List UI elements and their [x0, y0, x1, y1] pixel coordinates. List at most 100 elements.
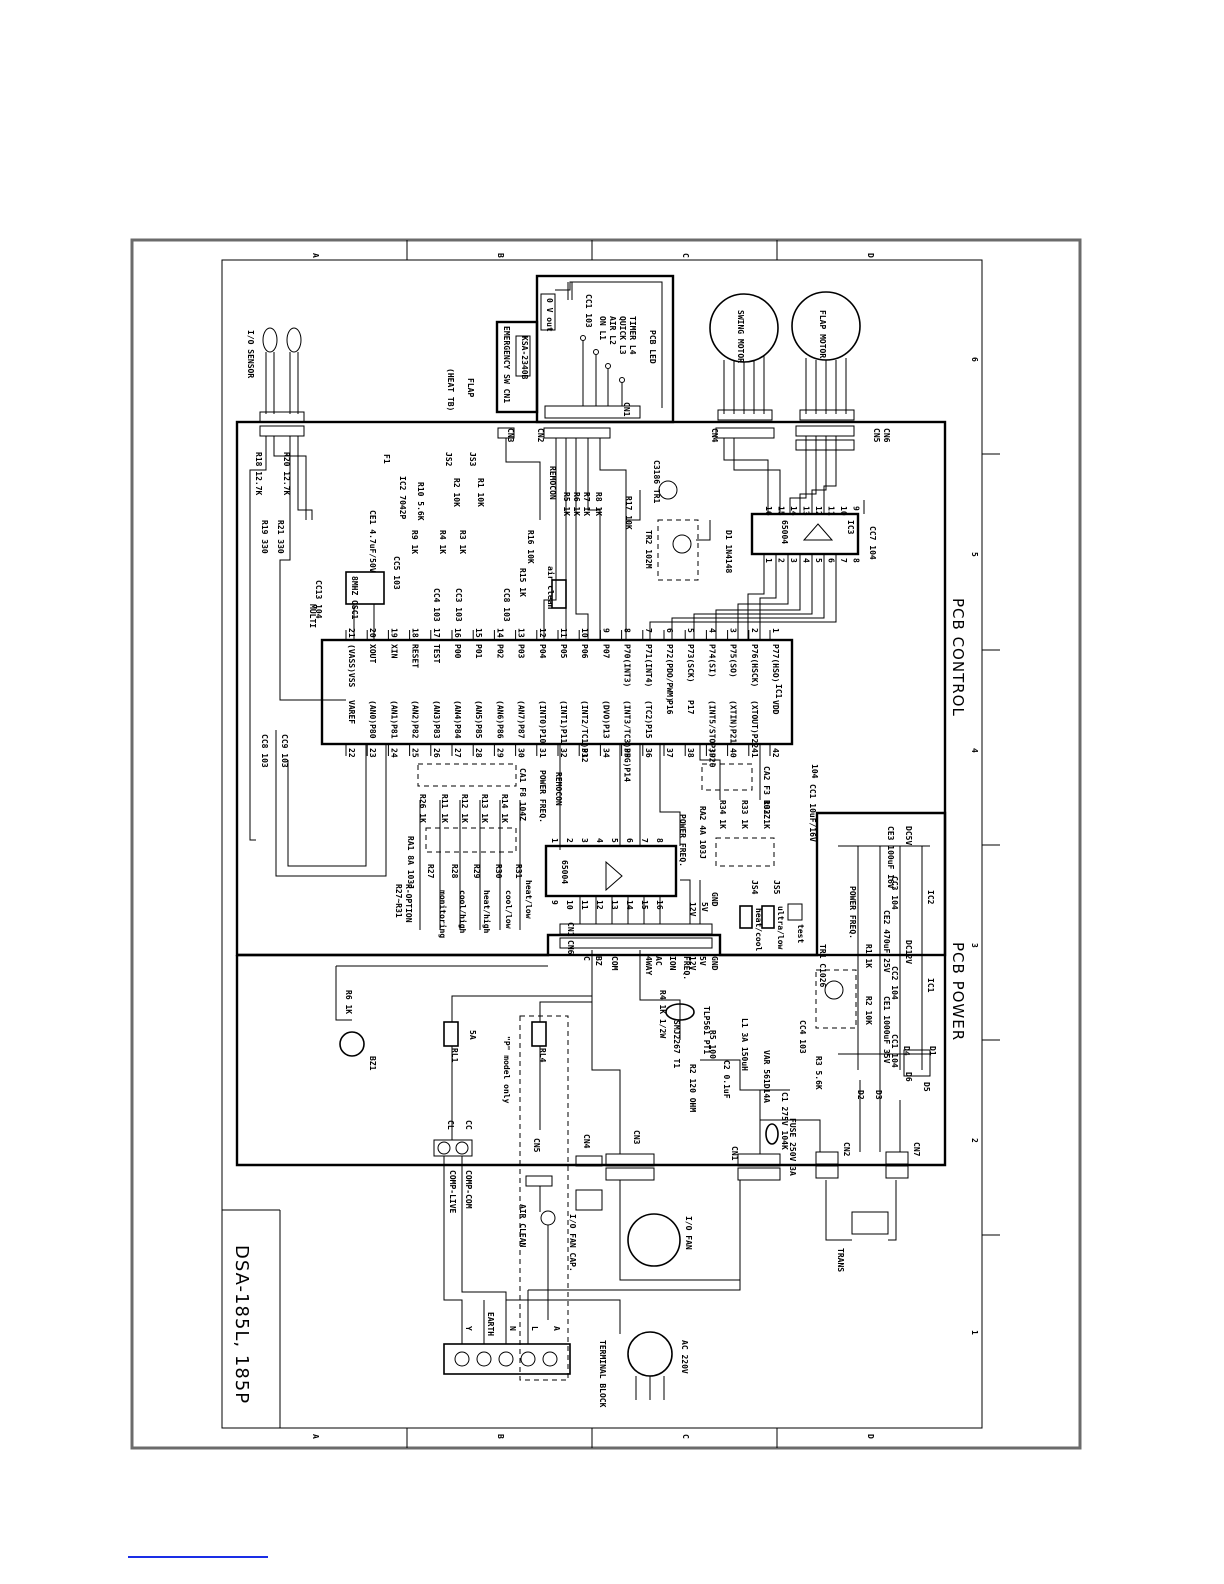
ic1-label: IC1	[774, 684, 783, 699]
ca2-label: CA2 F3 103Z	[762, 766, 771, 819]
tb-l-label: L	[530, 1326, 539, 1331]
r27-label: R27	[426, 864, 435, 879]
pwr-cn3-label: CN3	[632, 1130, 641, 1145]
ic1-pin-number: 14	[495, 628, 504, 638]
ic4-pin-number: 9	[550, 900, 559, 905]
d1p-label: D1	[928, 1046, 937, 1056]
r5-label: R5 1K	[562, 492, 571, 516]
ic4-pin-number: 7	[640, 838, 649, 843]
ic4-pin-number: 1	[550, 838, 559, 843]
ic3-label: IC3	[846, 520, 855, 535]
ic1-pin-name: (AN5)P85	[474, 700, 483, 739]
power-freq-pwr-label: POWER FREQ.	[848, 886, 857, 939]
ic1-pin-number: 11	[559, 628, 568, 638]
ic4-pin-number: 13	[610, 900, 619, 910]
earth-label: EARTH	[486, 1312, 495, 1336]
ic4-pin-number: 5	[610, 838, 619, 843]
ic1-pin-number: 3	[729, 628, 738, 633]
r29-label: R29	[472, 864, 481, 879]
off-board-components: COMP-LIVE COMP-COM AIR CLEAN I/O FAN CAP…	[443, 1156, 897, 1408]
air-clean-unit-label: AIR CLEAN	[518, 1204, 527, 1248]
bz1-label: BZ1	[368, 1056, 377, 1071]
r1p-label: R1 1K	[864, 944, 873, 968]
power-freq-ctrl: POWER FREQ.	[538, 770, 547, 823]
ic1-pin-name: P03	[517, 644, 526, 659]
remocon2-label: REMOCON	[554, 772, 563, 806]
ic3-pin-number: 13	[802, 506, 811, 516]
led-out-label: 0 V out	[545, 298, 554, 332]
js2-label: JS2	[444, 452, 453, 467]
r8-label: R8 1K	[594, 492, 603, 516]
ra2-label: RA2 4A 103J	[698, 806, 707, 859]
r12-label: R12 1K	[460, 794, 469, 823]
ic4-pin-number: 8	[655, 838, 664, 843]
ce1p-label: CE1 1000uF 35V	[882, 996, 891, 1064]
ic1-pin-number: 17	[432, 628, 441, 638]
cool-low-label: cool/low	[504, 890, 513, 929]
smj-label: SMJ2267 T1	[672, 1020, 681, 1068]
cc3-label: CC3 103	[454, 588, 463, 622]
c1-label: C1 275V 104K	[780, 1092, 789, 1150]
comp-com-label: COMP-COM	[464, 1170, 473, 1209]
ic1-pin-number: 28	[474, 748, 483, 758]
ic1-pin-name: (AN2)P82	[411, 700, 420, 739]
tb-n-label: N	[508, 1326, 517, 1331]
monitoring-label: monitoring	[438, 890, 448, 938]
ic1-pin-number: 12	[538, 628, 547, 638]
r-5a-label: 5A	[468, 1030, 477, 1040]
ultra-low-label: ultra/low	[776, 906, 785, 950]
ic1-pin-number: 33	[580, 748, 589, 758]
cc1-label: CC1 10uF/16V	[808, 784, 817, 842]
led-air-l2: AIR L2	[608, 316, 617, 345]
tb-y-label: Y	[464, 1326, 473, 1331]
footer-link-underline[interactable]	[128, 1556, 268, 1558]
r-option-label: R-OPTION	[404, 884, 413, 923]
led-on-l1: ON L1	[598, 316, 607, 340]
ic1-pin-number: 22	[347, 748, 356, 758]
drawing-title: DSA-185L, 185P	[231, 1245, 252, 1404]
r17-label: R17 10K	[624, 496, 633, 530]
ic1-pin-number: 19	[389, 628, 398, 638]
ic3-pin-number: 6	[827, 558, 836, 563]
ic1-pin-number: 16	[453, 628, 462, 638]
heat-tb-label: (HEAT TB)	[446, 368, 455, 411]
ic4-part: 65004	[560, 860, 569, 884]
remocon-label: REMOCON	[548, 466, 557, 500]
r16-label: R16 10K	[526, 530, 535, 564]
control-wiring: 8MHZ OSC1 REMOCON air clean	[249, 436, 865, 930]
ic4-pin-number: 14	[625, 900, 634, 910]
grid-row-5: 5	[970, 552, 979, 557]
ic1-pin-name: P77(HSO)	[771, 644, 780, 683]
ic1-pin-number: 30	[517, 748, 526, 758]
r20-label: R20 12.7K	[282, 452, 291, 496]
ic1-pin-name: (AN3)P83	[432, 700, 441, 739]
ctrl-cn2: CN2	[536, 427, 611, 443]
r21-label: R21 330	[276, 520, 285, 554]
emergency-switch-part: KSA-2340B	[520, 336, 529, 380]
swing-motor: SWING MOTOR	[709, 293, 779, 421]
cc1p-label: CC1 104	[890, 1034, 899, 1068]
grid-row-4: 4	[970, 748, 979, 753]
ic1-pin-name: (TC2)P15	[644, 700, 653, 739]
ic1-pin-name: VDD	[771, 700, 780, 715]
io-fan-label: I/O FAN	[684, 1216, 693, 1250]
control-component-labels: R1 10K R2 10K R3 1K R4 1K R5 1K R6 1K R7…	[254, 452, 877, 879]
r11-label: R11 1K	[440, 794, 449, 823]
ic1-pin-name: P71(INT4)	[644, 644, 653, 687]
emergency-switch: EMERGENCY SW CN1 KSA-2340B	[495, 320, 539, 414]
ctrl-cn4: CN4	[710, 427, 775, 443]
r2t-label: R2 120 OHM	[688, 1064, 697, 1112]
ic1-pin-name: (INT3/TC3)PPG)P14	[623, 700, 632, 782]
ic1-pin-number: 2	[750, 628, 759, 633]
pcb-control-label: PCB CONTROL	[949, 598, 967, 717]
ic1-pin-name: P17	[686, 700, 695, 715]
cc8b-label: CC8 103	[260, 734, 269, 768]
bz-label: BZ	[594, 956, 603, 966]
ic3-pin-number: 12	[814, 506, 823, 516]
ic1-pin-name: (AN6)P86	[495, 700, 504, 739]
r19-label: R19 330	[260, 520, 269, 554]
flap-motor: FLAP MOTOR	[791, 291, 861, 421]
pcb-led-label: PCB LED	[648, 330, 657, 364]
grid-col-b-top: B	[496, 253, 505, 258]
